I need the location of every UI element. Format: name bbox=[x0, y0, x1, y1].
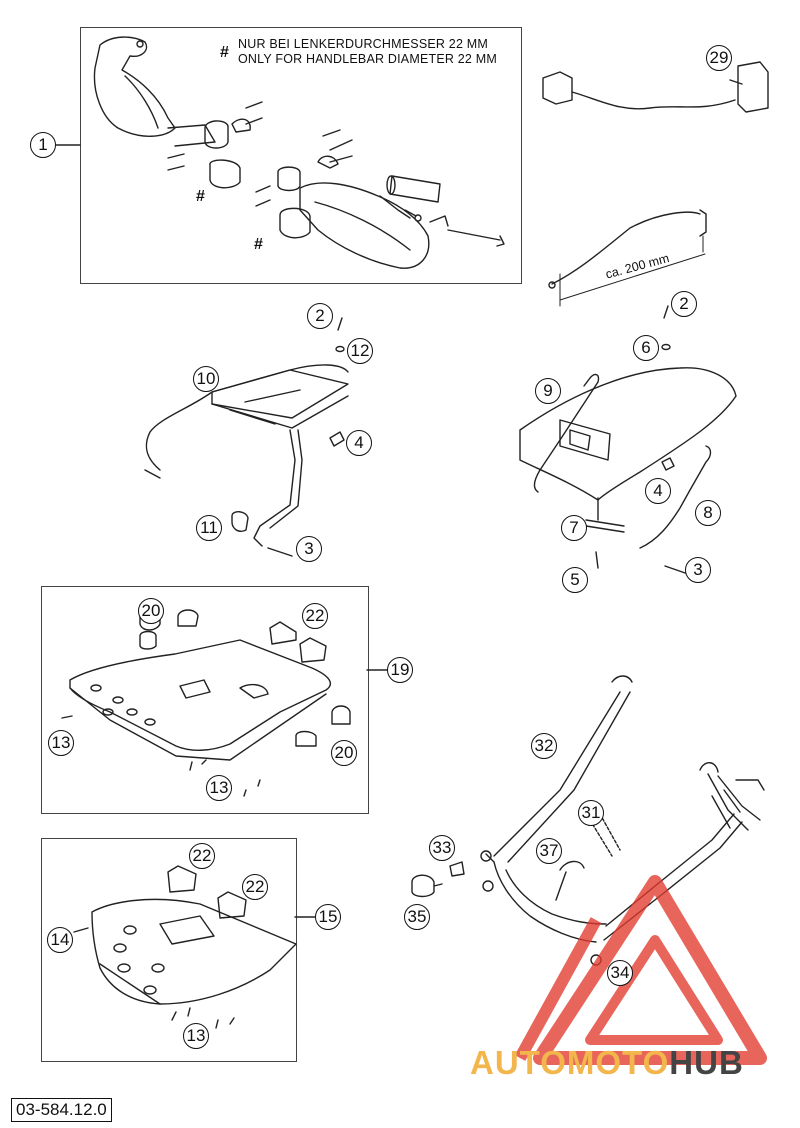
callout-1: 1 bbox=[30, 132, 56, 158]
callout-34: 34 bbox=[607, 960, 633, 986]
callout-12: 12 bbox=[347, 338, 373, 364]
handguard-kit-frame bbox=[80, 27, 522, 284]
callout-37: 37 bbox=[536, 838, 562, 864]
callout-29: 29 bbox=[706, 45, 732, 71]
callout-32: 32 bbox=[531, 733, 557, 759]
callout-11: 11 bbox=[196, 515, 222, 541]
watermark-text: AUTOMOTOHUB bbox=[470, 1044, 744, 1082]
callout-3-rack: 3 bbox=[296, 536, 322, 562]
callout-10: 10 bbox=[193, 366, 219, 392]
callout-20-bottom: 20 bbox=[331, 740, 357, 766]
callout-35: 35 bbox=[404, 904, 430, 930]
note-line-german: NUR BEI LENKERDURCHMESSER 22 MM bbox=[238, 37, 488, 51]
skid-plate-b bbox=[73, 865, 297, 1029]
watermark-logo bbox=[514, 875, 767, 1065]
hash-marker-spacer-a: # bbox=[196, 188, 205, 205]
bolts-upper-kit bbox=[167, 101, 353, 207]
handguard-upper bbox=[93, 36, 216, 147]
callout-3-fender: 3 bbox=[685, 557, 711, 583]
diagram-part-number: 03-584.12.0 bbox=[11, 1098, 112, 1122]
callout-13-bottom: 13 bbox=[206, 775, 232, 801]
callout-13-plate-b: 13 bbox=[183, 1023, 209, 1049]
hash-marker-spacer-b: # bbox=[254, 236, 263, 253]
note-hash-marker: # bbox=[220, 44, 229, 61]
callout-4-rack: 4 bbox=[346, 430, 372, 456]
callout-22-plate-a: 22 bbox=[302, 603, 328, 629]
callout-2-fender: 2 bbox=[671, 291, 697, 317]
callout-7: 7 bbox=[561, 515, 587, 541]
callout-5: 5 bbox=[562, 567, 588, 593]
dimension-drawing bbox=[548, 209, 707, 307]
handlebar-grip bbox=[386, 175, 441, 222]
callout-14: 14 bbox=[47, 927, 73, 953]
cable-sensor bbox=[542, 61, 769, 113]
skid-plate-a bbox=[61, 603, 351, 797]
center-stand bbox=[411, 675, 765, 966]
callout-8: 8 bbox=[695, 500, 721, 526]
handguard-lower bbox=[299, 182, 505, 269]
callout-6: 6 bbox=[633, 335, 659, 361]
callout-31: 31 bbox=[578, 800, 604, 826]
watermark-text-part1: AUTOMOTO bbox=[470, 1044, 670, 1081]
callout-2-rack: 2 bbox=[307, 303, 333, 329]
rear-fender bbox=[519, 305, 737, 575]
callout-19: 19 bbox=[387, 657, 413, 683]
luggage-rack bbox=[144, 317, 349, 557]
callout-33: 33 bbox=[429, 835, 455, 861]
callout-15: 15 bbox=[315, 904, 341, 930]
callout-4-fender: 4 bbox=[645, 478, 671, 504]
clamps bbox=[204, 118, 339, 239]
callout-22-plate-b-right: 22 bbox=[242, 874, 268, 900]
note-line-english: ONLY FOR HANDLEBAR DIAMETER 22 MM bbox=[238, 52, 497, 66]
watermark-text-part2: HUB bbox=[669, 1044, 744, 1081]
callout-22-plate-b-top: 22 bbox=[189, 843, 215, 869]
callout-13-left: 13 bbox=[48, 730, 74, 756]
callout-20-top: 20 bbox=[138, 598, 164, 624]
callout-9: 9 bbox=[535, 378, 561, 404]
